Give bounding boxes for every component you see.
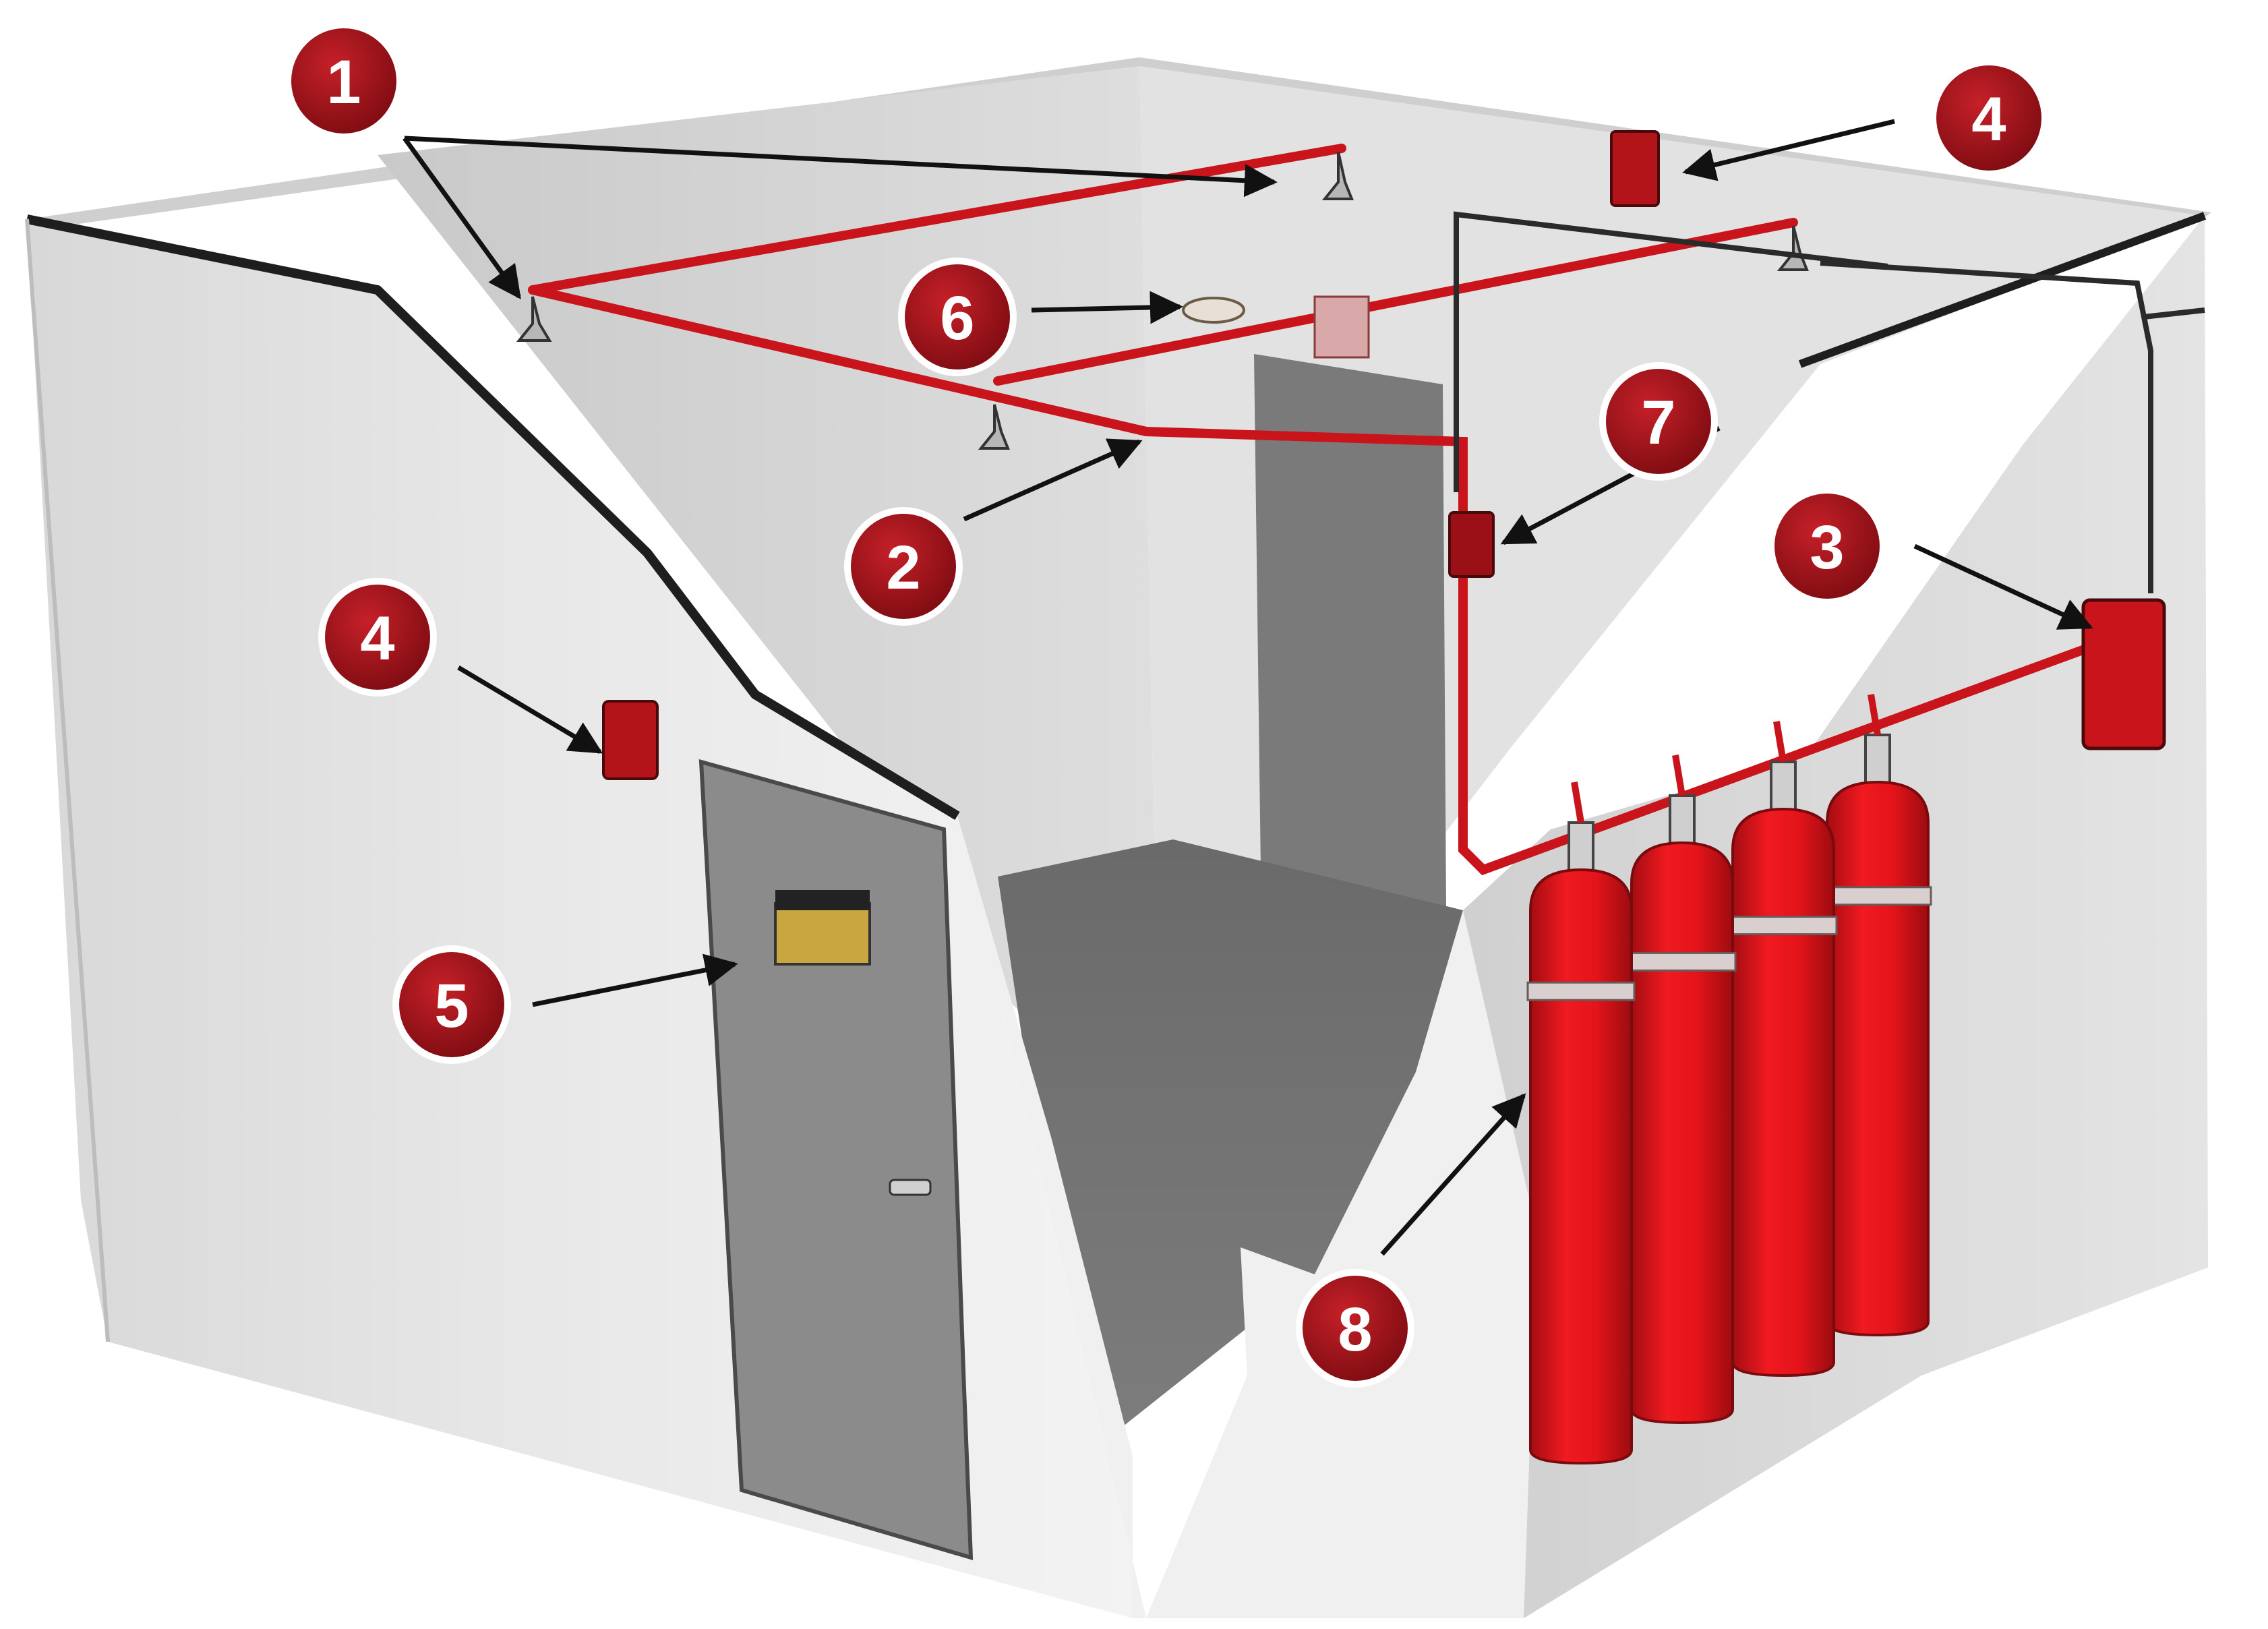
callout-badge-4: 4 [1930, 59, 2048, 177]
cylinder-icon [1729, 721, 1838, 1378]
door-nameplate [775, 890, 870, 910]
cylinder-icon [1628, 754, 1737, 1425]
devices [602, 130, 2166, 780]
door-handle [889, 1179, 932, 1196]
nozzle-icon [1777, 225, 1809, 271]
front-lower-wall [957, 816, 1551, 1618]
pipe-main-run [528, 144, 1346, 295]
callout-arrow [532, 953, 738, 1007]
cylinder-icon [1823, 694, 1932, 1337]
callout-arrow [963, 438, 1143, 522]
nozzle-icon [1321, 151, 1354, 200]
callout-arrow [404, 136, 1278, 198]
front-door-panel [698, 759, 974, 1561]
left-wall-edge [26, 214, 960, 821]
callout-badge-7: 7 [1599, 362, 1718, 481]
agent-cylinders [1526, 694, 1932, 1465]
callout-badges: 1 2 3 4 4 5 6 7 8 [285, 22, 2048, 1388]
alarm-device-icon [1610, 130, 1660, 207]
nozzle-icon [516, 296, 552, 342]
callout-number: 4 [360, 604, 394, 673]
warning-sign-icon [774, 902, 871, 966]
back-wall-sign [1313, 295, 1370, 359]
manual-release-icon [1448, 511, 1495, 578]
callout-arrow [1682, 119, 1895, 181]
callout-arrow [1913, 543, 2093, 630]
callout-number: 7 [1641, 388, 1675, 457]
cylinder-icon [1526, 781, 1636, 1465]
inner-back-door [1254, 354, 1446, 907]
callout-badge-8: 8 [1296, 1269, 1414, 1388]
callout-number: 8 [1338, 1295, 1372, 1364]
alarm-device-icon [602, 700, 659, 780]
control-conduit [1454, 211, 2205, 593]
room-floor [998, 839, 1463, 1429]
nozzles [516, 151, 1809, 450]
callout-number: 2 [886, 533, 920, 602]
callout-arrow [1031, 291, 1183, 324]
callout-number: 6 [940, 284, 974, 353]
callout-number: 5 [434, 972, 469, 1040]
callout-badge-4: 4 [318, 578, 437, 697]
nozzle-icon [978, 404, 1010, 450]
right-wall-edge [1798, 212, 2207, 368]
callout-badge-1: 1 [285, 22, 403, 140]
callout-arrow [1380, 1093, 1526, 1256]
callout-arrow [402, 136, 521, 299]
callout-badge-5: 5 [392, 945, 511, 1064]
callout-number: 1 [326, 48, 361, 117]
control-panel-icon [2081, 598, 2166, 750]
callout-badge-2: 2 [844, 507, 963, 626]
callout-number: 3 [1810, 513, 1844, 582]
pipe-upper-branch [993, 218, 1798, 386]
left-wall-corner [25, 218, 110, 1342]
callout-number: 4 [1971, 85, 2006, 154]
callout-badge-3: 3 [1768, 487, 1886, 605]
callout-arrow [457, 665, 603, 754]
front-door [698, 759, 974, 1561]
detector-icon [1182, 297, 1245, 324]
callout-badge-6: 6 [898, 258, 1017, 376]
